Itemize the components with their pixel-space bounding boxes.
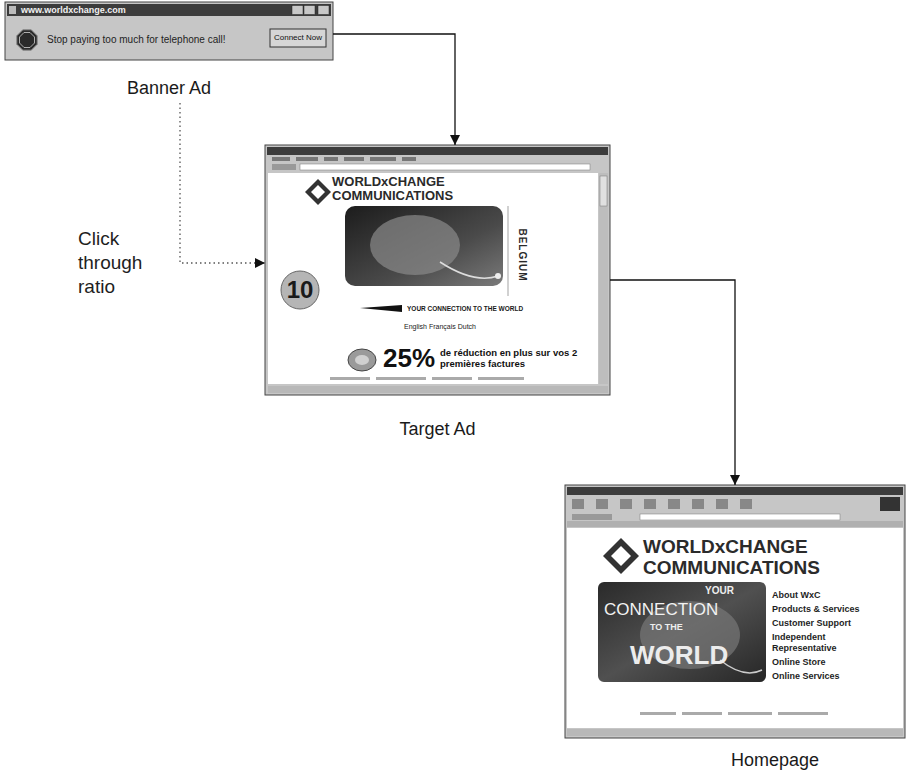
title-bar	[7, 4, 331, 16]
frame-line	[508, 206, 509, 296]
footer-link	[640, 712, 676, 715]
toolbar-icon	[620, 499, 632, 509]
menu-item	[296, 157, 318, 161]
title-bar	[567, 487, 903, 495]
discount-figure: 25%	[383, 343, 439, 373]
logo-mark	[603, 538, 639, 574]
browser-logo	[880, 497, 900, 511]
page-area	[268, 173, 598, 384]
dotted-arrow	[180, 103, 265, 263]
page-area	[567, 528, 903, 728]
flow-arrow	[333, 34, 455, 145]
window-frame	[265, 145, 610, 395]
plug	[495, 273, 501, 279]
menu-item	[344, 157, 364, 161]
edge-label: Click through ratio	[78, 227, 162, 298]
address-label	[272, 164, 296, 170]
banner-ad-window: www.worldxchange.comStop paying too much…	[5, 2, 333, 99]
photo-text: TO THE	[650, 622, 700, 633]
toolbar-icon	[596, 499, 608, 509]
stop-sign	[17, 30, 37, 50]
menu-item: About WxC	[772, 590, 884, 601]
badge	[281, 271, 319, 309]
badge	[348, 349, 376, 371]
status-bar	[567, 729, 903, 736]
menu-item	[402, 157, 416, 161]
menu-item	[324, 157, 338, 161]
window-frame	[5, 2, 333, 60]
slogan: YOUR CONNECTION TO THE WORLD	[407, 304, 527, 314]
toolbar-icon	[572, 499, 584, 509]
menu-item	[370, 157, 396, 161]
globe-photo	[345, 206, 503, 286]
address-label	[572, 514, 612, 520]
footer-link	[478, 377, 524, 380]
photo-text: WORLD	[630, 640, 730, 670]
discount-text: de réduction en plus sur vos 2 premières…	[440, 347, 590, 369]
window-button	[318, 6, 329, 15]
menu-item: Products & Services	[772, 604, 884, 615]
stop-sign-ring	[20, 33, 35, 48]
button-label: Connect Now	[270, 29, 326, 47]
logo-mark	[305, 179, 331, 205]
menu-item: Customer Support	[772, 618, 884, 629]
menu-item: Online Services	[772, 671, 884, 682]
language-links: English Français Dutch	[360, 322, 520, 332]
address-bar	[640, 514, 840, 520]
links-bar	[567, 521, 903, 527]
caption: Homepage	[605, 750, 909, 771]
photo-text: YOUR	[705, 585, 745, 597]
logo-text: WORLDxCHANGE COMMUNICATIONS	[332, 175, 482, 203]
target-ad-window: WORLDxCHANGE COMMUNICATIONS BELGIUM 10YOUR…	[265, 145, 610, 440]
window-button	[304, 6, 315, 15]
scroll-thumb	[600, 176, 607, 206]
status-bar	[268, 386, 608, 393]
badge-number: 10	[280, 273, 320, 307]
country-label: BELGIUM	[515, 223, 529, 287]
flow-arrow	[610, 280, 735, 485]
menu-item: Online Store	[772, 657, 884, 668]
caption: Banner Ad	[5, 78, 333, 99]
homepage-window: WORLDxCHANGE COMMUNICATIONS YOUR CONNECTIO…	[565, 485, 905, 771]
menu-item: Independent Representative	[772, 632, 884, 654]
toolbar-icon	[692, 499, 704, 509]
logo-mark-inner	[311, 185, 325, 199]
badge-inner	[355, 355, 369, 365]
footer-link	[330, 377, 370, 380]
footer-link	[728, 712, 772, 715]
toolbar-icon	[716, 499, 728, 509]
toolbar-icon	[740, 499, 752, 509]
globe-photo	[598, 582, 766, 682]
caption: Target Ad	[265, 419, 610, 440]
logo-mark-inner	[611, 546, 631, 566]
logo-text: WORLDxCHANGE COMMUNICATIONS	[643, 536, 883, 578]
footer-link	[376, 377, 426, 380]
cable	[440, 262, 498, 278]
window-button	[292, 6, 303, 15]
window-frame	[565, 485, 905, 738]
scrollbar	[599, 173, 608, 384]
toolbar-icon	[668, 499, 680, 509]
ad-button	[270, 29, 326, 47]
footer-link	[432, 377, 472, 380]
window-icon	[9, 6, 16, 14]
ad-text: Stop paying too much for telephone call!	[47, 33, 267, 47]
window-title: www.worldxchange.com	[21, 4, 221, 16]
footer-link	[778, 712, 828, 715]
menu-item	[272, 157, 290, 161]
window-area: WORLDxCHANGE COMMUNICATIONS YOUR CONNECTIO…	[565, 485, 905, 738]
photo-text: CONNECTION	[604, 600, 724, 620]
address-bar	[300, 164, 590, 170]
wedge	[360, 305, 402, 312]
window-area: www.worldxchange.comStop paying too much…	[5, 2, 333, 60]
toolbar-icon	[644, 499, 656, 509]
window-area: WORLDxCHANGE COMMUNICATIONS BELGIUM 10YOUR…	[265, 145, 610, 395]
title-bar	[267, 147, 608, 155]
footer-link	[682, 712, 722, 715]
